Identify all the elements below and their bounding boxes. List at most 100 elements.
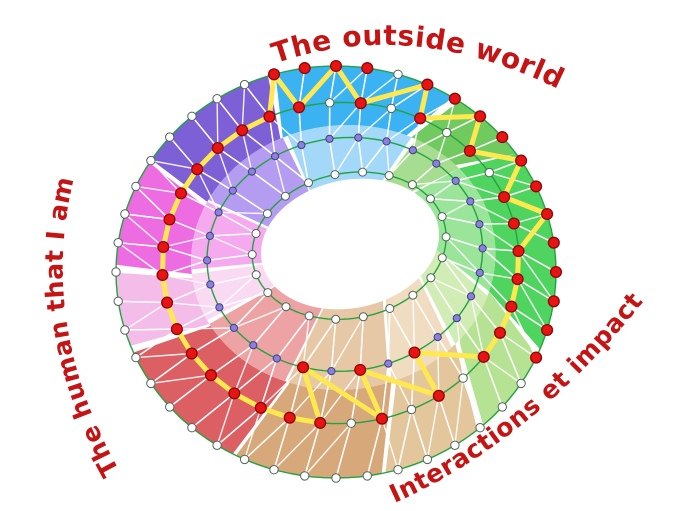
- node-inner: [304, 311, 314, 321]
- mesh-line: [357, 107, 392, 139]
- node-mid: [451, 176, 460, 185]
- mesh-line: [124, 213, 171, 221]
- mesh-line: [429, 197, 471, 203]
- ring-curve: [206, 136, 484, 373]
- mesh-line: [430, 277, 472, 298]
- mesh-line: [499, 332, 537, 359]
- red-node: [512, 245, 525, 258]
- red-node: [515, 154, 528, 167]
- mesh-line: [478, 223, 520, 252]
- node-outer: [187, 423, 197, 433]
- red-node: [432, 389, 445, 402]
- node-outer: [113, 296, 123, 306]
- mesh-line: [437, 336, 440, 397]
- mesh-line: [180, 192, 220, 214]
- mesh-line: [190, 327, 235, 355]
- node-inner: [330, 170, 340, 180]
- node-mid: [452, 314, 461, 323]
- red-node: [511, 273, 524, 286]
- sector-purple-outer: [151, 76, 281, 202]
- red-node: [547, 236, 560, 249]
- sector-tan-light-outer: [385, 344, 478, 473]
- mesh-line: [243, 83, 271, 118]
- node-inner: [280, 191, 290, 201]
- mesh-line: [232, 189, 269, 215]
- mesh-line: [241, 129, 276, 157]
- node-outer: [120, 209, 130, 219]
- sector-green-light-inner: [420, 250, 488, 344]
- red-node: [549, 265, 563, 279]
- node-outer: [497, 402, 507, 412]
- mesh-line: [268, 115, 276, 157]
- mesh-line: [411, 180, 457, 186]
- mesh-line: [216, 407, 262, 446]
- mesh-line: [330, 316, 364, 372]
- node-mid: [214, 208, 223, 217]
- mesh-line: [397, 408, 413, 471]
- red-node: [297, 361, 310, 374]
- mesh-line: [209, 235, 253, 256]
- mesh-line: [469, 200, 515, 225]
- red-node: [211, 141, 224, 155]
- mesh-line: [412, 131, 448, 151]
- node-mid: [249, 341, 258, 350]
- mesh-line: [196, 168, 220, 214]
- mesh-line: [328, 138, 336, 176]
- mesh-line: [479, 272, 513, 308]
- mesh-line: [150, 159, 182, 195]
- mesh-line: [260, 357, 278, 409]
- sector-red-outer: [133, 326, 288, 454]
- mesh-line: [298, 67, 306, 109]
- mesh-line: [385, 107, 392, 143]
- mesh-line: [454, 377, 464, 446]
- mesh-line: [216, 392, 236, 446]
- mesh-line: [426, 395, 440, 461]
- mesh-line: [516, 278, 555, 302]
- sectors-layer: [116, 66, 556, 478]
- mesh-line: [357, 136, 364, 173]
- mesh-line: [385, 117, 421, 143]
- mesh-line: [161, 259, 208, 276]
- node-outer: [450, 440, 460, 450]
- mesh-line: [124, 301, 168, 331]
- mesh-line: [217, 211, 257, 235]
- node-inner: [384, 171, 394, 180]
- node-outer: [131, 181, 141, 192]
- node-mid: [433, 333, 442, 342]
- node-mid: [215, 303, 224, 312]
- mesh-line: [387, 362, 413, 411]
- node-inner: [358, 167, 368, 177]
- mesh-line: [330, 318, 337, 372]
- mesh-line: [135, 328, 178, 359]
- red-node: [448, 92, 461, 105]
- red-node: [530, 180, 543, 193]
- nodes-layer: [111, 59, 563, 483]
- red-node: [191, 163, 204, 176]
- node-path: [458, 373, 468, 383]
- node-mid: [382, 137, 391, 146]
- mesh-line: [388, 149, 414, 177]
- node-inner: [247, 250, 257, 259]
- mesh-line: [302, 318, 337, 368]
- red-node: [477, 350, 490, 363]
- node-inner: [441, 232, 451, 242]
- mesh-line: [233, 306, 287, 329]
- mesh-line: [445, 236, 484, 250]
- red-node: [174, 187, 188, 200]
- mesh-line: [387, 307, 391, 365]
- mesh-line: [233, 344, 255, 395]
- mesh-line: [233, 291, 269, 329]
- node-outer: [146, 155, 156, 166]
- node-outer: [111, 267, 121, 277]
- node-mid: [478, 244, 487, 253]
- mesh-line: [430, 277, 458, 319]
- node-outer: [422, 454, 433, 465]
- node-inner: [281, 302, 291, 312]
- red-node: [530, 351, 543, 364]
- sector-green-light-outer: [458, 291, 537, 426]
- mesh-line: [276, 315, 310, 360]
- red-node: [474, 110, 487, 123]
- node-outer: [120, 325, 130, 335]
- mesh-line: [411, 162, 437, 186]
- node-inner: [304, 178, 313, 188]
